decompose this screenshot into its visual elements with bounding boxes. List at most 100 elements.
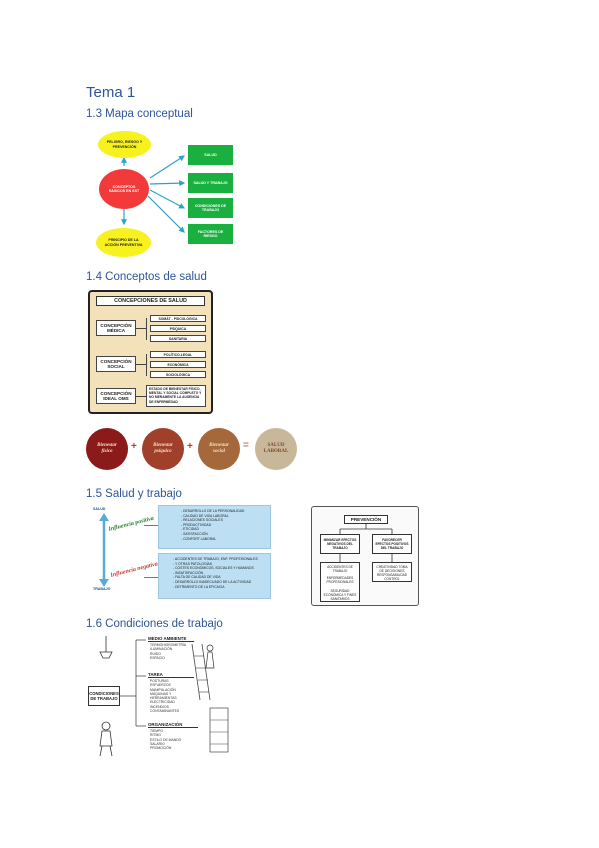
- concepcion-oms-box: CONCEPCIÓN IDEAL OMS: [96, 388, 136, 404]
- prevention-favor-box: FAVORECER EFECTOS POSITIVOS DEL TRABAJO: [372, 534, 412, 554]
- health-concepts-title: CONCEPCIONES DE SALUD: [96, 296, 205, 306]
- circle-bienestar-fisico: Bienestar físico: [86, 428, 128, 470]
- connector: [136, 396, 146, 397]
- list-item: - DESARROLLO INADECUADO DE LA ACTIVIDAD: [173, 579, 252, 584]
- positive-effects-panel: - DESARROLLO DE LA PERSONALIDAD- CALIDAD…: [158, 505, 271, 549]
- label-salud: SALUD: [93, 507, 106, 511]
- list-item: POSTURAS: [150, 679, 169, 683]
- section-heading-mapa: 1.3 Mapa conceptual: [86, 108, 193, 120]
- prevention-diagram: PREVENCIÓN MINIMIZAR EFECTOS NEGATIVOS D…: [311, 506, 419, 606]
- concepcion-social-box: CONCEPCIÓN SOCIAL: [96, 356, 136, 372]
- prevention-connectors: [339, 524, 393, 562]
- list-item: MANIPULACIÓN: [150, 687, 176, 692]
- circle-salud-laboral: SALUD LABORAL: [255, 428, 297, 470]
- list-item: - ACCIDENTES DE TRABAJO, ENF. PROFESIONA…: [173, 557, 258, 561]
- list-item: - FALTA DE CALIDAD DE VIDA: [173, 575, 221, 580]
- list-item: PROMOCIÓN: [150, 746, 172, 751]
- prevention-minimize-details: ACCIDENTES DE TRABAJO ENFERMEDADES PROFE…: [320, 562, 360, 602]
- double-arrow-icon: [99, 513, 109, 587]
- negative-effects-list: - ACCIDENTES DE TRABAJO, ENF. PROFESIONA…: [173, 557, 266, 589]
- list-item: - RELACIONES SOCIALES: [181, 518, 223, 523]
- list-item: INCENDIOS: [150, 704, 169, 709]
- negative-effects-panel: - ACCIDENTES DE TRABAJO, ENF. PROFESIONA…: [158, 553, 271, 599]
- concepcion-medica-sub: SANITARIA: [150, 335, 206, 342]
- wellbeing-equation: Bienestar físico + Bienestar psíquico + …: [86, 427, 298, 471]
- list-item: ESPACIO: [150, 655, 165, 660]
- work-illustration-icon: [99, 636, 229, 757]
- list-item: RITMO: [150, 733, 161, 738]
- concepcion-medica-sub: SOMÁT - PSICOLÓGICA: [150, 315, 206, 322]
- list-item: - DESARROLLO DE LA PERSONALIDAD: [181, 509, 245, 513]
- concept-box-factores: FACTORES DE RIESGO: [188, 224, 233, 244]
- connector: [146, 318, 147, 340]
- prevention-detail: SEGURIDAD ECONÓMICA Y FINES SANITARIOS: [323, 589, 357, 601]
- concepcion-social-sub: SOCIOLÓGICA: [150, 371, 206, 378]
- prevention-favor-details: CREATIVIDAD TOMA DE DECISIONES RESPONSAB…: [372, 562, 412, 582]
- list-item: RUIDO: [150, 651, 161, 656]
- connector: [144, 525, 158, 526]
- concepcion-medica-sub: PSÍQUICA: [150, 325, 206, 332]
- concepcion-oms-definition: ESTADO DE BIENESTAR FÍSICO, MENTAL Y SOC…: [146, 385, 206, 407]
- label-trabajo: TRABAJO: [93, 587, 111, 591]
- connector: [136, 364, 146, 365]
- equals-sign: =: [243, 440, 249, 451]
- prevention-detail: ENFERMEDADES PROFESIONALES: [326, 576, 354, 584]
- health-concepts-diagram: CONCEPCIONES DE SALUD CONCEPCIÓN MÉDICA …: [88, 290, 213, 414]
- concept-bottom-ellipse: PRINCIPIO DE LA ACCIÓN PREVENTIVA: [96, 228, 151, 257]
- list-item: - Y OTRAS PATOLOGÍAS: [173, 561, 213, 566]
- concepcion-medica-box: CONCEPCIÓN MÉDICA: [96, 320, 136, 336]
- conditions-group-title: TAREA: [148, 672, 194, 678]
- list-item: MÁQUINAS Y HERRAMIENTAS: [150, 691, 177, 701]
- work-conditions-diagram: CONDICIONES DE TRABAJO MEDIO AMBIENTE TE…: [88, 634, 238, 760]
- list-item: CONTAMINANTES: [150, 709, 180, 714]
- prevention-title: PREVENCIÓN: [344, 515, 388, 524]
- concept-map: PELIGRO, RIESGO Y PREVENCIÓN CONCEPTOS B…: [88, 126, 248, 261]
- list-item: SALARIO: [150, 741, 165, 746]
- concept-box-condiciones: CONDICIONES DE TRABAJO: [188, 198, 233, 218]
- list-item: - PRODUCTIVIDAD: [181, 522, 212, 527]
- section-heading-salud-trabajo: 1.5 Salud y trabajo: [86, 488, 182, 500]
- plus-sign: +: [187, 441, 193, 452]
- concept-box-salud-trabajo: SALUD Y TRABAJO: [188, 173, 233, 193]
- list-item: - SATISFACCIÓN: [181, 531, 208, 536]
- list-item: - COSTES ECONÓMICOS, SOCIALES Y HUMANOS: [173, 566, 254, 571]
- list-item: - ETICIDAD: [181, 527, 199, 532]
- prevention-detail: ACCIDENTES DE TRABAJO: [327, 565, 353, 573]
- conditions-center-box: CONDICIONES DE TRABAJO: [88, 686, 120, 706]
- circle-bienestar-social: Bienestar social: [198, 428, 240, 470]
- connector: [146, 354, 147, 376]
- connector: [144, 577, 158, 578]
- list-item: TERMOHIGROMETRÍA: [150, 643, 187, 647]
- section-heading-conceptos: 1.4 Conceptos de salud: [86, 271, 207, 283]
- prevention-minimize-box: MINIMIZAR EFECTOS NEGATIVOS DEL TRABAJO: [320, 534, 360, 554]
- doc-title: Tema 1: [86, 84, 136, 101]
- list-item: ESFUERZOS: [150, 683, 171, 688]
- circle-bienestar-psiquico: Bienestar psíquico: [142, 428, 184, 470]
- concepcion-social-sub: POLÍTICO-LEGAL: [150, 351, 206, 358]
- list-item: - INSATISFACCIÓN: [173, 570, 204, 575]
- list-item: ESTILO DE MANDO: [150, 737, 182, 742]
- list-item: - DETRIMENTO DE LA EFICACIA: [173, 584, 225, 589]
- health-work-diagram: SALUD TRABAJO Influencia positiva Influe…: [88, 503, 273, 601]
- concepcion-social-sub: ECONÓMICA: [150, 361, 206, 368]
- conditions-group-title: MEDIO AMBIENTE: [148, 636, 194, 642]
- connector: [136, 328, 146, 329]
- concept-map-connectors: [121, 155, 186, 233]
- concept-center-ellipse: CONCEPTOS BÁSICOS EN SST: [99, 169, 149, 209]
- positive-effects-list: - DESARROLLO DE LA PERSONALIDAD- CALIDAD…: [181, 509, 266, 541]
- list-item: ILUMINACIÓN: [150, 647, 173, 652]
- concept-box-salud: SALUD: [188, 145, 233, 165]
- list-item: - CONFORT LABORAL: [181, 536, 217, 541]
- section-heading-condiciones: 1.6 Condiciones de trabajo: [86, 618, 223, 630]
- conditions-group-title: ORGANIZACIÓN: [148, 722, 198, 728]
- concept-top-ellipse: PELIGRO, RIESGO Y PREVENCIÓN: [98, 131, 151, 158]
- list-item: ELECTRICIDAD: [150, 700, 175, 705]
- list-item: TIEMPO: [150, 729, 163, 733]
- plus-sign: +: [131, 441, 137, 452]
